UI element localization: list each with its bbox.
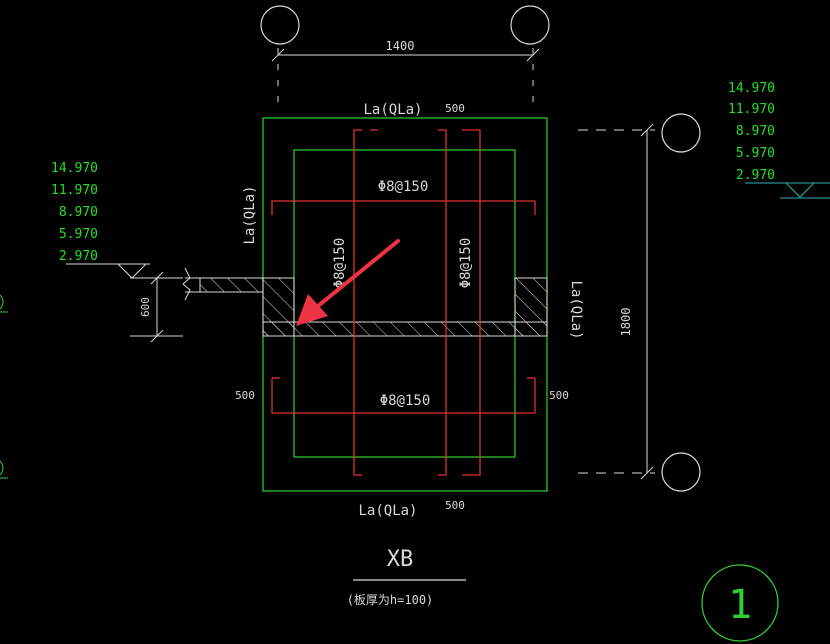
drawing-note: (板厚为h=100) (347, 593, 434, 607)
dimension-left-drop-value: 600 (139, 297, 152, 317)
rebar-label-left: Φ8@150 (332, 238, 348, 289)
dimension-top-value: 1400 (386, 39, 415, 53)
axis-bubble-top-left (260, 5, 300, 45)
rebar-label-top: Φ8@150 (378, 179, 429, 195)
anchor-length-top: 500 (445, 102, 465, 115)
dimension-top (271, 48, 540, 108)
elevation-list-left: 14.970 11.970 8.970 5.970 2.970 (51, 161, 98, 264)
anchor-label-right: La(QLa) (568, 280, 584, 339)
elevation-right-1: 14.970 (728, 81, 775, 96)
drawing-title: XB (387, 547, 414, 572)
dimension-left-drop (130, 271, 183, 343)
detail-number: 1 (728, 582, 752, 628)
elevation-right-3: 8.970 (736, 124, 775, 139)
elevation-right-4: 5.970 (736, 146, 775, 161)
anchor-length-right: 500 (549, 389, 569, 402)
beam-section-hatch (185, 277, 548, 337)
elevation-left-3: 8.970 (59, 205, 98, 220)
elevation-left-1: 14.970 (51, 161, 98, 176)
anchor-label-left: La(QLa) (242, 185, 258, 244)
anchor-label-bottom: La(QLa) (358, 503, 417, 519)
elevation-right-2: 11.970 (728, 102, 775, 117)
elevation-right-5: 2.970 (736, 168, 775, 183)
axis-bubbles (260, 5, 701, 492)
break-line (182, 267, 191, 301)
annotation-arrow (296, 239, 400, 326)
rebar-label-bottom: Φ8@150 (380, 393, 431, 409)
axis-bubble-right-top (661, 113, 701, 153)
elevation-left-2: 11.970 (51, 183, 98, 198)
elevation-marker-right (745, 182, 830, 199)
axis-bubble-top-right (510, 5, 550, 45)
elevation-left-4: 5.970 (59, 227, 98, 242)
rebar-label-right: Φ8@150 (458, 238, 474, 289)
rebar-lines (271, 129, 536, 476)
dimension-right-value: 1800 (619, 308, 633, 337)
detail-number-circle (701, 564, 779, 642)
dimension-right (578, 123, 655, 480)
anchor-label-top: La(QLa) (363, 102, 422, 118)
elevation-list-right: 14.970 11.970 8.970 5.970 2.970 (728, 81, 775, 183)
anchor-length-left: 500 (235, 389, 255, 402)
edge-marks-left (0, 294, 8, 479)
slab-inner-outline (293, 149, 516, 458)
axis-bubble-right-bottom (661, 452, 701, 492)
elevation-left-5: 2.970 (59, 249, 98, 264)
elevation-marker-left (66, 263, 183, 279)
anchor-length-bottom: 500 (445, 499, 465, 512)
